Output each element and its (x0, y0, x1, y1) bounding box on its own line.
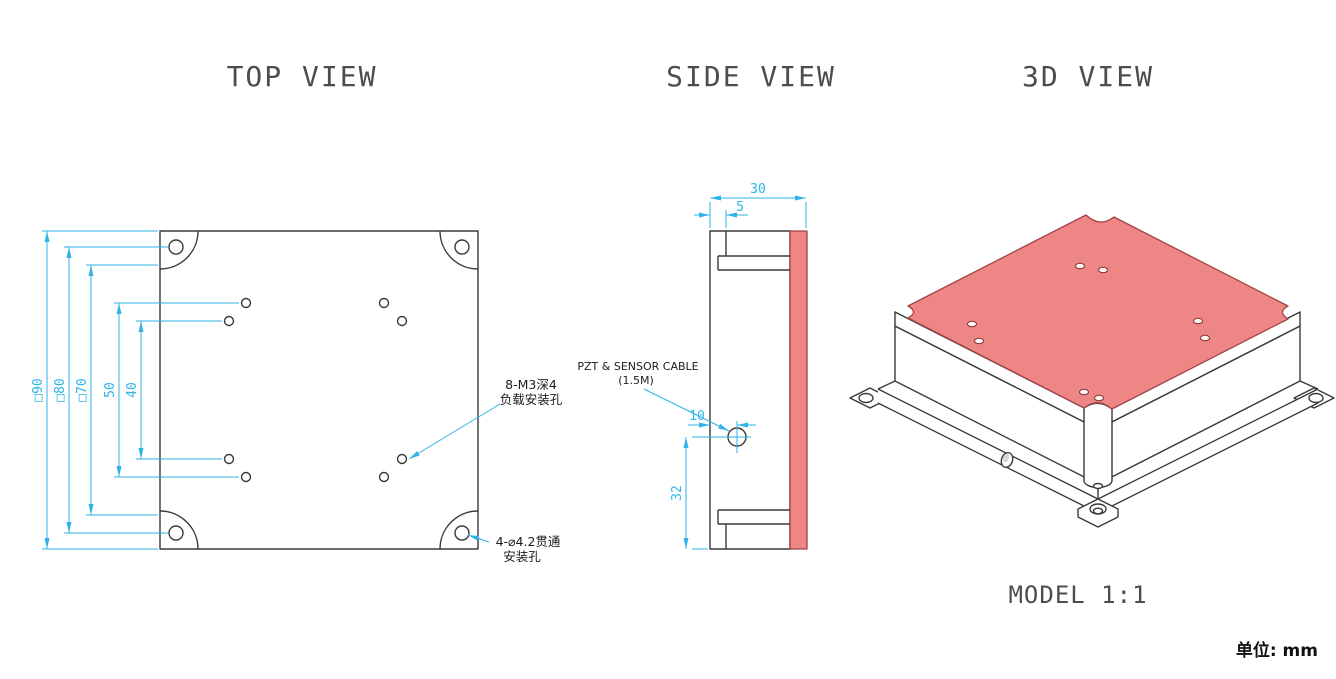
callout-through-line1: 4-⌀4.2贯通 (496, 534, 561, 549)
corner-relief-arc (159, 510, 199, 550)
mounting-hole (168, 239, 184, 255)
dim-label-32: 32 (670, 485, 685, 501)
m3-hole (378, 471, 390, 483)
cable-callout-line1: PZT & SENSOR CABLE (577, 360, 698, 373)
corner-relief-arc (439, 230, 479, 270)
top-view-title: TOP VIEW (227, 60, 378, 93)
m3-hole (396, 453, 408, 465)
callout-m3-line2: 负载安装孔 (500, 392, 563, 407)
dim-label-80: □80 (53, 378, 68, 401)
plate-outline (159, 230, 479, 550)
iso-geometry (849, 214, 1335, 528)
leader-line-through-hole (467, 534, 490, 543)
3d-view-title: 3D VIEW (1022, 60, 1154, 93)
ear-mounting-hole (1308, 392, 1324, 404)
m3-hole (1075, 262, 1085, 270)
top-plate-surface (907, 214, 1289, 410)
callout-m3-line1: 8-M3深4 (505, 377, 557, 392)
callout-through-line2: 安装孔 (503, 549, 541, 564)
dim-label-40: 40 (125, 382, 140, 398)
dim-label-90: □90 (31, 378, 46, 401)
iso-view: MODEL 1:1 (849, 214, 1335, 609)
base-flange-join (877, 380, 896, 390)
corner-mounting-holes (168, 239, 470, 541)
dim-label-30: 30 (750, 182, 766, 197)
front-ear-band (1077, 509, 1119, 528)
top-view-dimensions: □90 □80 □70 50 40 (31, 230, 239, 550)
top-view-geometry (159, 230, 479, 550)
m3-load-holes (223, 297, 408, 483)
corner-relief-arc (159, 230, 199, 270)
recess-floor-hole (1092, 482, 1104, 490)
iso-cable-hole-shadow (1002, 453, 1010, 463)
side-view-geometry (709, 230, 808, 550)
mounting-hole (454, 525, 470, 541)
side-view-callouts: PZT & SENSOR CABLE (1.5M) (577, 360, 730, 432)
m3-hole (1200, 334, 1210, 342)
m3-hole (240, 471, 252, 483)
m3-hole (378, 297, 390, 309)
dim-label-10: 10 (689, 409, 705, 424)
unit-label: 单位: mm (1236, 640, 1318, 661)
corner-relief-arc (439, 510, 479, 550)
top-plate-highlight (789, 230, 808, 550)
m3-hole (1193, 317, 1203, 325)
m3-hole (974, 337, 984, 345)
dim-label-70: □70 (75, 378, 90, 401)
m3-hole (1098, 266, 1108, 274)
m3-hole (967, 320, 977, 328)
m3-hole (223, 453, 235, 465)
base-body-outline (709, 230, 791, 550)
m3-hole (1094, 394, 1104, 402)
top-view-callouts: 8-M3深4 负载安装孔 4-⌀4.2贯通 安装孔 (408, 377, 563, 564)
leader-line-cable (643, 388, 730, 432)
mounting-hole (454, 239, 470, 255)
leader-line-m3 (408, 403, 501, 460)
dim-label-50: 50 (103, 382, 118, 398)
side-view-title: SIDE VIEW (666, 60, 836, 93)
base-flange-join (1299, 380, 1319, 390)
side-view-dimensions: 30 5 10 32 (670, 182, 807, 550)
model-scale-label: MODEL 1:1 (1008, 581, 1147, 609)
top-view: □90 □80 □70 50 40 8-M3深4 负载安装孔 4-⌀4.2贯通 … (31, 230, 563, 564)
side-view: 30 5 10 32 PZT & SENSOR CABLE (1.5M) (577, 182, 808, 550)
front-ear-hole-inner (1092, 507, 1104, 515)
m3-hole (396, 315, 408, 327)
m3-hole (1079, 388, 1089, 396)
m3-hole (240, 297, 252, 309)
mounting-hole (168, 525, 184, 541)
iso-m3-holes (967, 262, 1210, 402)
corner-recess (1083, 402, 1113, 489)
dim-label-5: 5 (736, 200, 744, 215)
cable-callout-line2: (1.5M) (618, 374, 654, 387)
m3-hole (223, 315, 235, 327)
ear-mounting-hole (858, 392, 874, 404)
